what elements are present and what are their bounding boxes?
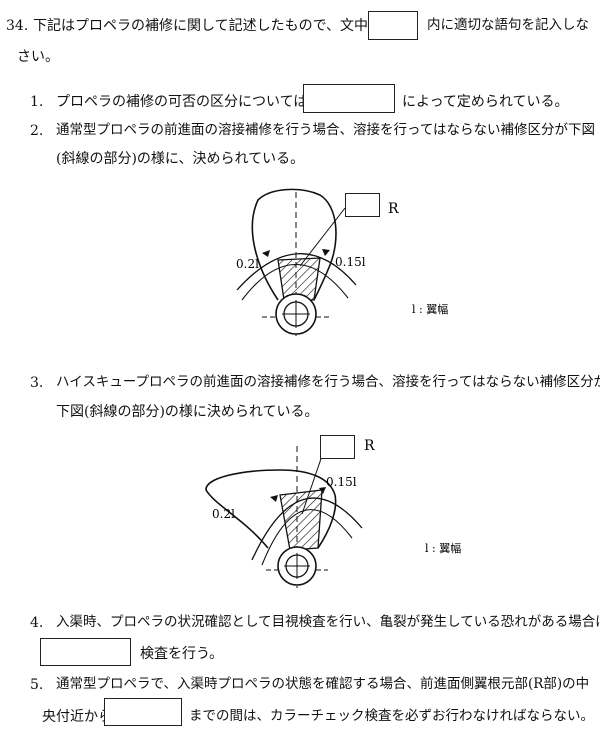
question-intro-c: さい。: [17, 49, 59, 65]
item3-number: 3.: [30, 375, 44, 391]
question-number: 34.: [6, 18, 29, 34]
item5-line1: 通常型プロペラで、入渠時プロペラの状態を確認する場合、前進面側翼根元部(R部)の…: [56, 676, 590, 692]
item2-line2: (斜線の部分)の様に、決められている。: [56, 151, 305, 167]
item1-text-after: によって定められている。: [402, 94, 569, 110]
item5-number: 5.: [30, 677, 44, 693]
answer-blank-4[interactable]: [40, 638, 131, 666]
item3-line2: 下図(斜線の部分)の様に決められている。: [56, 404, 319, 420]
fig1-r-label: R: [388, 201, 399, 217]
item1-text-before: プロペラの補修の可否の区分については、: [56, 94, 322, 110]
item3-line1: ハイスキュープロペラの前進面の溶接補修を行う場合、溶接を行ってはならない補修区分…: [56, 374, 600, 390]
answer-blank-r-fig1[interactable]: [345, 193, 380, 217]
fig1-leader-line: [299, 207, 346, 267]
fig2-r-label: R: [364, 438, 375, 454]
fig2-right-label: 0.15l: [326, 475, 357, 489]
fig2-blade-outline: [205, 469, 337, 549]
question-intro-a: 下記はプロペラの補修に関して記述したもので、文中の: [33, 18, 383, 34]
item4-number: 4.: [30, 615, 44, 631]
item2-number: 2.: [30, 123, 44, 139]
answer-blank-5[interactable]: [104, 698, 182, 726]
fig2-legend: l : 翼幅: [425, 542, 461, 555]
fig1-outer-arc: [236, 253, 357, 291]
answer-blank-intro[interactable]: [368, 11, 418, 40]
fig2-left-label: 0.2l: [212, 507, 235, 521]
fig1-blade-outline: [251, 188, 337, 301]
fig2-hatched-area: [279, 489, 323, 551]
item5-text-after: までの間は、カラーチェック検査を必ずお行わなければならない。: [189, 708, 594, 724]
fig1-left-label: 0.2l: [236, 257, 259, 271]
item4-line1: 入渠時、プロペラの状況確認として目視検査を行い、亀裂が発生している恐れがある場合…: [56, 614, 600, 630]
item1-number: 1.: [30, 94, 44, 110]
answer-blank-1[interactable]: [303, 84, 395, 113]
fig1-right-label: 0.15l: [335, 255, 366, 269]
item4-text-after: 検査を行う。: [140, 646, 224, 662]
question-intro-b: 内に適切な語句を記入しな: [427, 17, 589, 33]
fig2-leader-line: [301, 449, 325, 515]
item2-line1: 通常型プロペラの前進面の溶接補修を行う場合、溶接を行ってはならない補修区分が下図: [56, 122, 596, 138]
answer-blank-r-fig2[interactable]: [320, 435, 355, 459]
fig1-legend: l : 翼幅: [412, 303, 448, 316]
item5-text-before: 央付近から: [42, 709, 112, 725]
